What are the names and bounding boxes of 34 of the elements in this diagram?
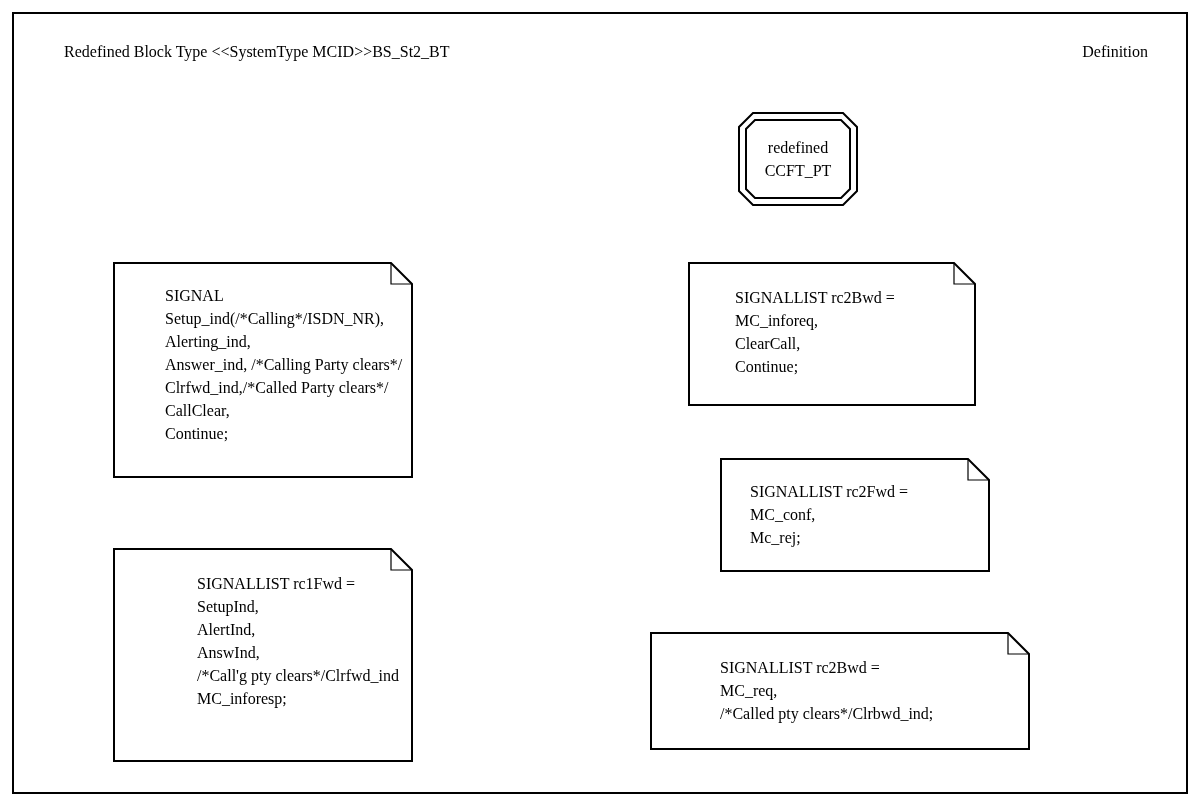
text-symbol (720, 458, 990, 572)
signal-declaration-line: /*Call'g pty clears*/Clrfwd_ind (197, 666, 399, 687)
signal-declaration-line: SIGNALLIST rc1Fwd = (197, 574, 356, 594)
signal-declaration-line: MC_inforesp; (197, 689, 287, 710)
signal-declaration-line: Answer_ind, /*Calling Party clears*/ (165, 355, 403, 376)
signal-declaration-line: ClearCall, (735, 334, 801, 354)
process-type-symbol (738, 112, 858, 206)
symbol-label: CCFT_PT (764, 161, 832, 181)
signal-declaration-line: Continue; (735, 357, 799, 377)
signal-declaration-line: Setup_ind(/*Calling*/ISDN_NR), (165, 309, 385, 330)
text-symbol (113, 548, 413, 762)
signal-declaration-line: SIGNALLIST rc2Bwd = (720, 658, 880, 678)
signal-declaration-line: SetupInd, (197, 597, 259, 618)
text-symbol (688, 262, 976, 406)
symbol-label: redefined (767, 138, 829, 158)
signal-declaration-line: AlertInd, (197, 620, 256, 640)
block-type-frame (12, 12, 1188, 794)
frame-heading: Redefined Block Type <<SystemType MCID>>BS_St2_BT (64, 42, 450, 63)
signal-declaration-line: MC_inforeq, (735, 311, 819, 332)
signal-declaration-line: MC_conf, (750, 505, 816, 525)
signal-declaration-line: MC_req, (720, 681, 778, 702)
text-symbol (113, 262, 413, 478)
signal-declaration-line: CallClear, (165, 401, 230, 421)
signal-declaration-line: SIGNALLIST rc2Fwd = (750, 482, 909, 502)
signal-declaration-line: SIGNAL (165, 286, 224, 306)
signal-declaration-line: /*Called pty clears*/Clrbwd_ind; (720, 704, 934, 725)
text-symbol (650, 632, 1030, 750)
signal-declaration-line: Mc_rej; (750, 528, 801, 549)
signal-declaration-line: SIGNALLIST rc2Bwd = (735, 288, 895, 308)
frame-kind-label: Definition (1082, 42, 1148, 62)
signal-declaration-line: Alerting_ind, (165, 332, 251, 353)
signal-declaration-line: Continue; (165, 424, 229, 444)
signal-declaration-line: AnswInd, (197, 643, 260, 663)
signal-declaration-line: Clrfwd_ind,/*Called Party clears*/ (165, 378, 389, 399)
